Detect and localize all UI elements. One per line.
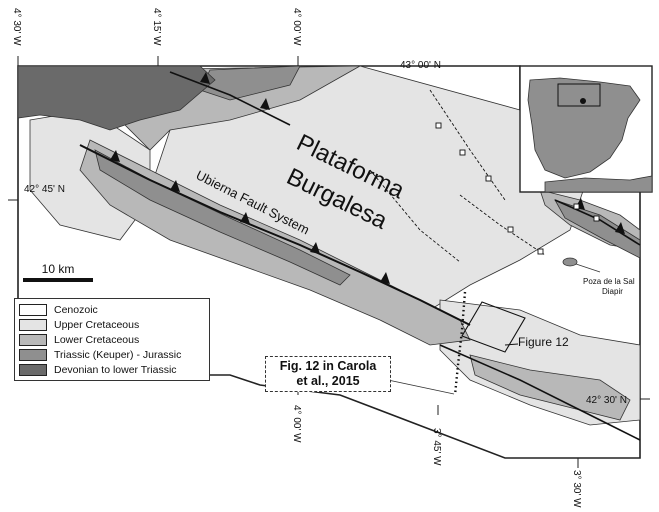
coord-bottom-3: 3° 30' W: [571, 470, 582, 508]
lower-cretaceous-southeast: [469, 354, 631, 421]
thrust-marker: [260, 98, 270, 110]
coordinate-ticks: [8, 56, 650, 468]
coord-top-3: 4° 00' W: [291, 8, 302, 46]
coord-lat-left: 42° 45' N: [24, 184, 65, 195]
inset-study-box: [557, 83, 601, 107]
inset-location-dot: [580, 98, 586, 104]
thrust-markers: [110, 72, 625, 284]
legend-row-triassic-jurassic: Triassic (Keuper) - Jurassic: [19, 347, 205, 362]
thrust-marker: [110, 150, 120, 162]
figure12-box: [461, 301, 526, 353]
coord-lat-top: 43° 00' N: [400, 60, 441, 71]
poza-leader: [575, 263, 601, 273]
thrust-marker: [200, 72, 210, 84]
figref-line-2: et al., 2015: [296, 374, 360, 388]
scale-bar: 10 km: [23, 262, 93, 282]
legend-swatch: [19, 318, 47, 331]
thrust-line-southeast: [439, 344, 641, 441]
figref-line-1: Fig. 12 in Carola: [279, 359, 377, 373]
legend-swatch: [19, 303, 47, 316]
fold-square: [435, 122, 442, 129]
figure12-label: Figure 12: [518, 335, 569, 349]
thrust-marker: [615, 222, 625, 234]
label-poza-1: Poza de la Sal: [583, 277, 635, 286]
fold-square: [573, 203, 580, 210]
section-line: [453, 291, 467, 396]
fold-markers: [435, 122, 600, 255]
figure12-leader: [504, 343, 519, 346]
legend-swatch: [19, 348, 47, 361]
legend-row-cenozoic: Cenozoic: [19, 302, 205, 317]
thrust-marker: [310, 242, 320, 254]
figref-box: Fig. 12 in Carola et al., 2015: [265, 356, 391, 392]
thrust-marker: [170, 180, 180, 192]
legend-label: Triassic (Keuper) - Jurassic: [54, 348, 182, 361]
inset-iberia: [527, 77, 641, 179]
coord-lat-right: 42° 30' N: [586, 395, 627, 406]
coord-top-2: 4° 15' W: [151, 8, 162, 46]
legend-label: Cenozoic: [54, 303, 98, 316]
legend: Cenozoic Upper Cretaceous Lower Cretaceo…: [14, 298, 210, 381]
coord-bottom-1: 4° 00' W: [291, 405, 302, 443]
legend-label: Lower Cretaceous: [54, 333, 140, 346]
legend-row-upper-cretaceous: Upper Cretaceous: [19, 317, 205, 332]
thrust-marker: [240, 212, 250, 224]
legend-label: Upper Cretaceous: [54, 318, 140, 331]
coord-top-1: 4° 30' W: [11, 8, 22, 46]
legend-swatch: [19, 363, 47, 376]
fold-square: [593, 215, 600, 222]
legend-label: Devonian to lower Triassic: [54, 363, 177, 376]
devonian-triassic-area: [17, 65, 216, 131]
scale-label: 10 km: [41, 262, 75, 276]
syncline-axis: [429, 89, 506, 201]
fold-square: [459, 149, 466, 156]
fold-square: [537, 248, 544, 255]
fold-square: [507, 226, 514, 233]
anticline-axis: [369, 169, 461, 263]
axis-south: [459, 194, 546, 256]
scale-line: [23, 278, 93, 282]
ubierna-fault-line: [79, 144, 471, 326]
legend-row-lower-cretaceous: Lower Cretaceous: [19, 332, 205, 347]
figref-leader: [387, 379, 455, 395]
legend-swatch: [19, 333, 47, 346]
coord-bottom-2: 3° 45' W: [431, 428, 442, 466]
fold-square: [485, 175, 492, 182]
thrust-line-north: [169, 71, 291, 126]
thrust-line-east: [554, 199, 641, 246]
thrust-marker: [380, 272, 390, 284]
label-poza-2: Diapir: [602, 287, 623, 296]
triassic-jurassic-east: [554, 199, 641, 259]
inset-africa: [544, 175, 653, 193]
poza-diapir-shape: [562, 257, 578, 267]
legend-row-devonian: Devonian to lower Triassic: [19, 362, 205, 377]
